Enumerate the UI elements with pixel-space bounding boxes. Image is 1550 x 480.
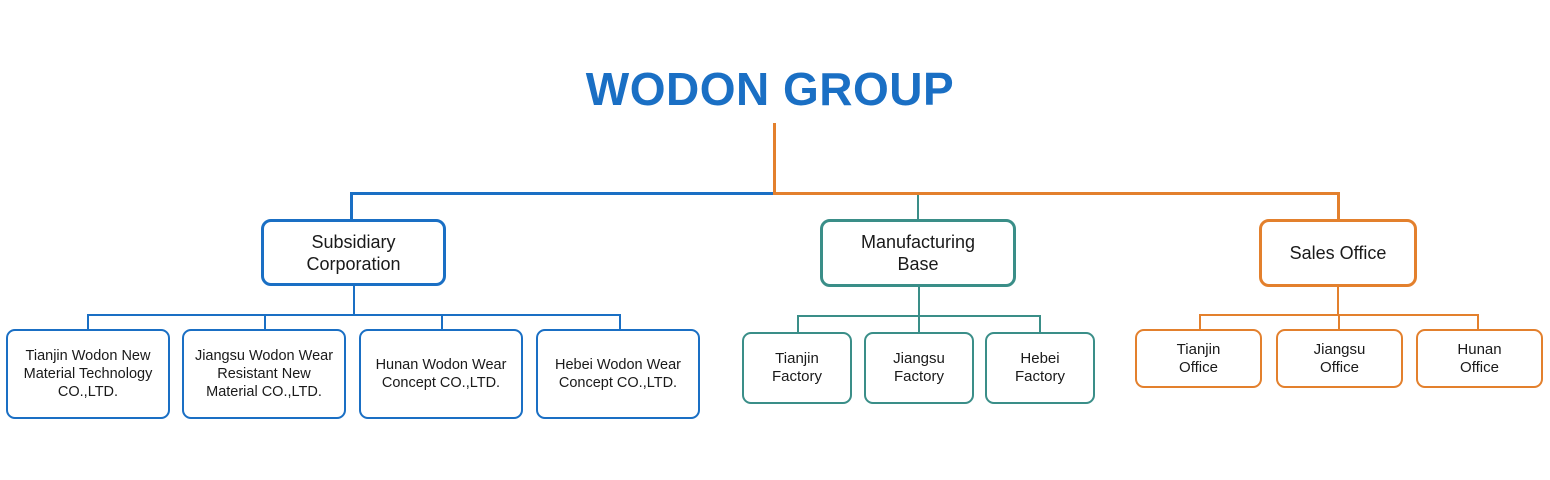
connector-subsidiary-drop-4 [619,314,621,331]
connector-sales-drop-1 [1199,314,1201,331]
connector-manufacturing-stem [918,286,920,316]
node-hebei-wodon-wear-concept: Hebei Wodon Wear Concept CO.,LTD. [536,329,700,419]
connector-sales-stem [1337,286,1339,315]
connector-drop-sales [1337,192,1340,220]
node-hunan-office: Hunan Office [1416,329,1543,388]
connector-drop-manufacturing [917,195,919,220]
node-jiangsu-office: Jiangsu Office [1276,329,1403,388]
node-tianjin-office: Tianjin Office [1135,329,1262,388]
connector-root-stem [773,123,776,195]
connector-manufacturing-drop-2 [918,315,920,334]
connector-sales-drop-2 [1338,314,1340,331]
connector-subsidiary-drop-1 [87,314,89,331]
connector-drop-subsidiary [350,192,353,220]
connector-subsidiary-drop-3 [441,314,443,331]
org-chart-title: WODON GROUP [585,63,955,115]
node-jiangsu-wodon-wear-resistant: Jiangsu Wodon Wear Resistant New Materia… [182,329,346,419]
node-jiangsu-factory: Jiangsu Factory [864,332,974,404]
node-hebei-factory: Hebei Factory [985,332,1095,404]
connector-manufacturing-drop-1 [797,315,799,334]
connector-root-bar-left [350,192,776,195]
node-tianjin-wodon-new-material: Tianjin Wodon New Material Technology CO… [6,329,170,419]
node-hunan-wodon-wear-concept: Hunan Wodon Wear Concept CO.,LTD. [359,329,523,419]
node-subsidiary-corporation: Subsidiary Corporation [261,219,446,286]
connector-root-bar-right [773,192,1340,195]
connector-subsidiary-bar [87,314,621,316]
connector-manufacturing-drop-3 [1039,315,1041,334]
connector-sales-drop-3 [1477,314,1479,331]
node-tianjin-factory: Tianjin Factory [742,332,852,404]
node-manufacturing-base: Manufacturing Base [820,219,1016,287]
connector-subsidiary-drop-2 [264,314,266,331]
node-sales-office: Sales Office [1259,219,1417,287]
connector-subsidiary-stem [353,285,355,315]
